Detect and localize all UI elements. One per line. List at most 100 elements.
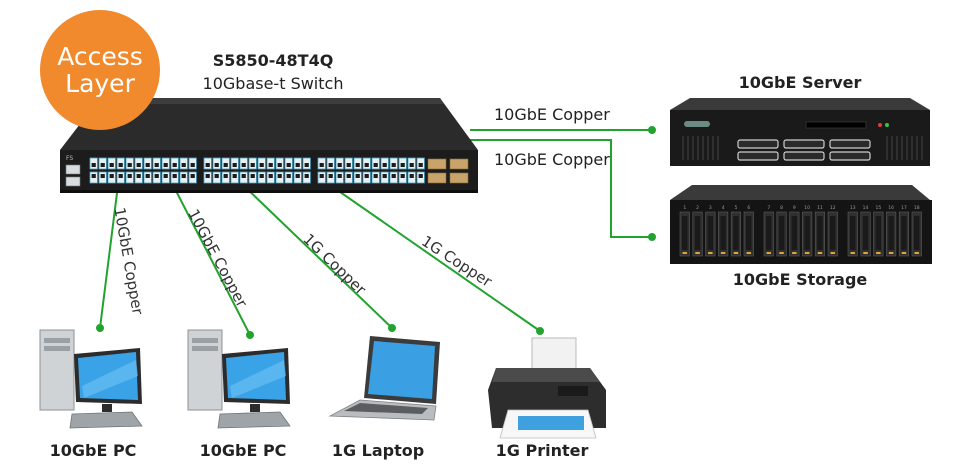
server-vent bbox=[916, 136, 918, 160]
storage-drive-led bbox=[746, 252, 751, 254]
rj45-port-socket bbox=[163, 163, 168, 167]
server-vent bbox=[697, 136, 699, 160]
rj45-port-socket bbox=[268, 163, 273, 167]
storage-drive-face bbox=[850, 216, 856, 250]
endpoint-printer bbox=[536, 327, 544, 335]
rj45-port-socket bbox=[391, 163, 396, 167]
rj45-port-socket bbox=[250, 163, 255, 167]
rj45-port-socket bbox=[337, 174, 342, 178]
printer-label: 1G Printer bbox=[495, 441, 589, 460]
rj45-port-socket bbox=[154, 174, 159, 178]
server-vents bbox=[682, 136, 923, 160]
link-label-storage: 10GbE Copper bbox=[494, 150, 610, 169]
server-led-green bbox=[885, 123, 889, 127]
rj45-port-socket bbox=[373, 163, 378, 167]
link-switch-pc2 bbox=[172, 184, 251, 336]
storage-drive-face bbox=[707, 216, 714, 250]
storage-drive-face bbox=[791, 216, 798, 250]
storage-bay-number: 3 bbox=[709, 205, 712, 211]
switch-device: FS bbox=[60, 98, 478, 193]
storage-drive-led bbox=[850, 252, 855, 254]
rj45-port-socket bbox=[223, 163, 228, 167]
rj45-port-socket bbox=[136, 174, 141, 178]
storage-drive-face bbox=[804, 216, 810, 250]
pc-stand bbox=[250, 404, 260, 412]
server-vent bbox=[707, 136, 709, 160]
rj45-port-socket bbox=[163, 174, 168, 178]
rj45-port-socket bbox=[190, 174, 195, 178]
rj45-port-socket bbox=[127, 174, 132, 178]
rj45-port-socket bbox=[154, 163, 159, 167]
link-switch-pc1 bbox=[99, 184, 119, 329]
pc1-label: 10GbE PC bbox=[49, 441, 137, 460]
storage-drive-led bbox=[817, 252, 823, 254]
storage-drive-led bbox=[901, 252, 907, 254]
printer-device bbox=[488, 337, 606, 439]
storage-bay-number: 4 bbox=[722, 205, 725, 211]
qsfp-port bbox=[449, 172, 469, 184]
link-endpoints bbox=[96, 126, 656, 339]
storage-bay-number: 16 bbox=[888, 205, 894, 211]
management-port bbox=[65, 164, 81, 175]
laptop-label: 1G Laptop bbox=[331, 441, 425, 460]
storage-drive-led bbox=[914, 252, 919, 254]
storage-bay-number: 17 bbox=[901, 205, 907, 211]
pc-stand bbox=[102, 404, 112, 412]
storage-drive-led bbox=[888, 252, 894, 254]
server-drive-bay bbox=[737, 151, 779, 161]
rj45-port-socket bbox=[223, 174, 228, 178]
rj45-port-socket bbox=[145, 174, 150, 178]
endpoint-pc1 bbox=[96, 324, 104, 332]
storage-drive-led bbox=[779, 252, 784, 254]
connection-lines bbox=[99, 129, 652, 336]
storage-drive-led bbox=[695, 252, 700, 254]
rj45-port-socket bbox=[286, 163, 291, 167]
rj45-port-socket bbox=[91, 163, 96, 167]
storage-drive-face bbox=[694, 216, 701, 250]
server-handle bbox=[684, 121, 710, 127]
rj45-port-socket bbox=[328, 163, 333, 167]
uplink-ports bbox=[427, 158, 469, 184]
storage-drive-face bbox=[901, 216, 907, 250]
server-vent bbox=[702, 136, 704, 160]
server-top bbox=[670, 98, 930, 110]
server-vent bbox=[682, 136, 684, 160]
laptop-keys bbox=[344, 403, 428, 414]
rj45-port-socket bbox=[295, 163, 300, 167]
rj45-port-socket bbox=[109, 163, 114, 167]
pc-tower bbox=[187, 329, 223, 411]
server-vent bbox=[901, 136, 903, 160]
badge-line2: Layer bbox=[65, 69, 135, 98]
storage-drive-face bbox=[888, 216, 894, 250]
pc-tower-drive bbox=[44, 338, 70, 343]
storage-drive-face bbox=[862, 216, 869, 250]
rj45-port-socket bbox=[364, 163, 369, 167]
rj45-port-socket bbox=[172, 163, 177, 167]
storage-drive-led bbox=[733, 252, 739, 254]
server-vent bbox=[687, 136, 689, 160]
pc-device-2 bbox=[187, 329, 291, 429]
rj45-port-socket bbox=[400, 174, 405, 178]
link-switch-laptop bbox=[242, 184, 393, 329]
storage-top bbox=[670, 185, 930, 200]
endpoint-laptop bbox=[388, 324, 396, 332]
endpoint-storage bbox=[648, 233, 656, 241]
storage-drive-led bbox=[830, 252, 835, 254]
storage-bay-number: 13 bbox=[850, 205, 856, 211]
pc2-label: 10GbE PC bbox=[199, 441, 287, 460]
pc-device-1 bbox=[39, 329, 143, 429]
pc-tower bbox=[39, 329, 75, 411]
access-layer-badge: Access Layer bbox=[40, 10, 160, 130]
rj45-port-socket bbox=[418, 174, 423, 178]
rj45-port-socket bbox=[145, 163, 150, 167]
rj45-port-socket bbox=[118, 174, 123, 178]
server-vent bbox=[712, 136, 714, 160]
printer-output-image bbox=[518, 416, 584, 430]
storage-drive-led bbox=[804, 252, 810, 254]
storage-bay-number: 1 bbox=[683, 205, 686, 211]
qsfp-port bbox=[427, 172, 447, 184]
server-vent bbox=[906, 136, 908, 160]
storage-bay-number: 9 bbox=[793, 205, 796, 211]
storage-drive-face bbox=[830, 216, 836, 250]
pc-screen-glare bbox=[230, 360, 286, 398]
